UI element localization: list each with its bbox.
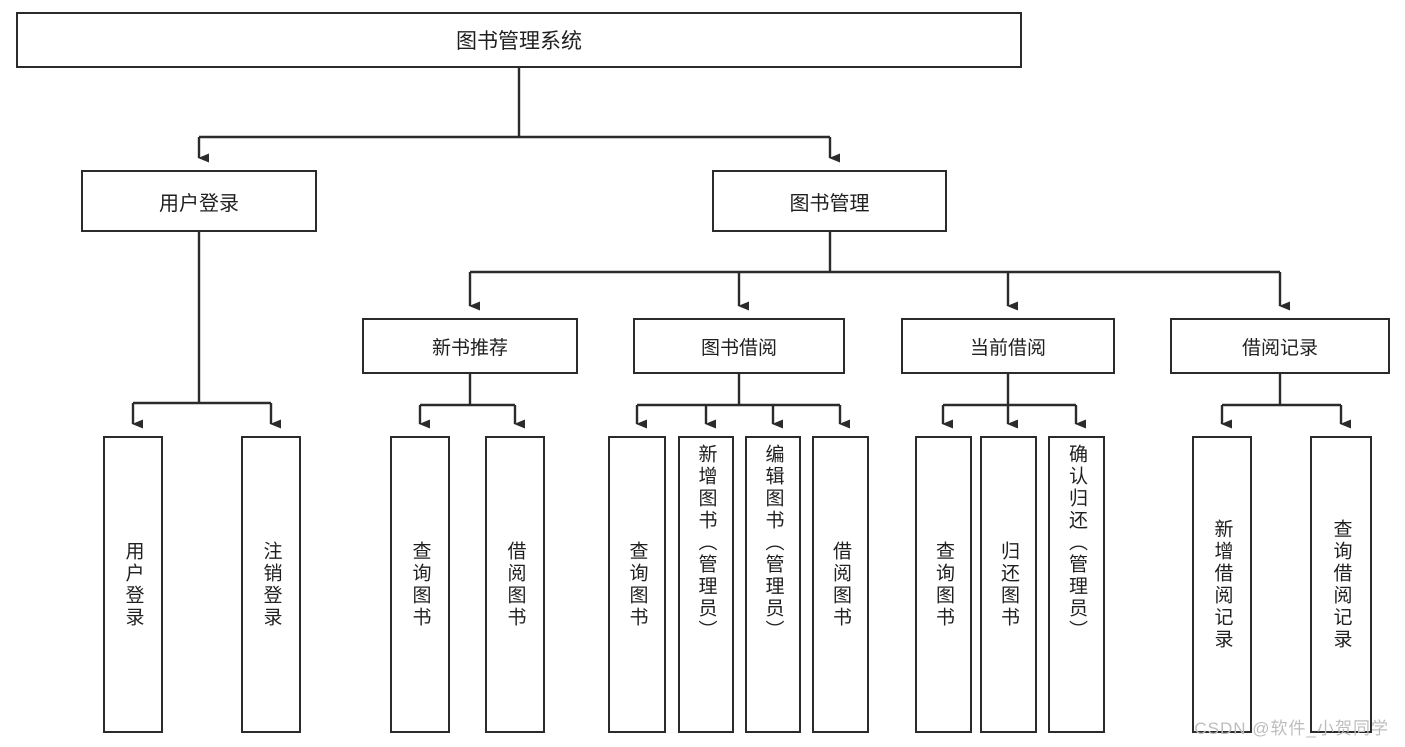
node-user-login-label: 用户登录 xyxy=(159,192,239,215)
edge-borrow-record-to-leaves xyxy=(1220,374,1351,429)
csdn-watermark: CSDN @软件_小贺同学 xyxy=(1194,719,1389,738)
node-leaf-query-book-1[interactable]: 查询图书 xyxy=(390,436,450,733)
node-current-borrow[interactable]: 当前借阅 xyxy=(901,318,1115,374)
node-user-login[interactable]: 用户登录 xyxy=(81,170,317,232)
node-leaf-logout-login[interactable]: 注销登录 xyxy=(241,436,301,733)
node-leaf-add-book[interactable]: 新增图书（管理员） xyxy=(678,436,734,733)
edge-new-book-recommend-to-leaves xyxy=(418,374,525,429)
node-leaf-return-book-label: 归还图书 xyxy=(998,540,1019,629)
node-leaf-add-borrow-record-label: 新增借阅记录 xyxy=(1211,518,1233,651)
node-leaf-edit-book[interactable]: 编辑图书（管理员） xyxy=(745,436,801,733)
node-leaf-logout-login-label: 注销登录 xyxy=(260,540,282,629)
node-leaf-borrow-book-1-label: 借阅图书 xyxy=(504,540,526,629)
node-leaf-query-book-3[interactable]: 查询图书 xyxy=(915,436,972,733)
node-leaf-query-borrow-record[interactable]: 查询借阅记录 xyxy=(1310,436,1372,733)
node-leaf-edit-book-label: 编辑图书（管理员） xyxy=(762,444,784,642)
node-book-borrow-label: 图书借阅 xyxy=(700,337,777,359)
node-leaf-query-book-2[interactable]: 查询图书 xyxy=(608,436,666,733)
node-leaf-borrow-book-2-label: 借阅图书 xyxy=(830,540,851,629)
node-leaf-user-login[interactable]: 用户登录 xyxy=(103,436,163,733)
node-leaf-query-book-1-label: 查询图书 xyxy=(409,540,431,629)
node-new-book-recommend[interactable]: 新书推荐 xyxy=(362,318,578,374)
node-root-label: 图书管理系统 xyxy=(456,30,582,53)
node-root[interactable]: 图书管理系统 xyxy=(16,12,1022,68)
node-leaf-return-book[interactable]: 归还图书 xyxy=(980,436,1037,733)
edge-root-to-level2 xyxy=(197,68,840,163)
node-borrow-record[interactable]: 借阅记录 xyxy=(1170,318,1390,374)
node-book-borrow[interactable]: 图书借阅 xyxy=(633,318,845,374)
node-new-book-recommend-label: 新书推荐 xyxy=(431,337,508,359)
node-leaf-add-book-label: 新增图书（管理员） xyxy=(695,444,717,642)
node-current-borrow-label: 当前借阅 xyxy=(969,337,1046,359)
node-leaf-add-borrow-record[interactable]: 新增借阅记录 xyxy=(1192,436,1252,733)
node-leaf-query-book-3-label: 查询图书 xyxy=(933,540,954,629)
edge-book-manage-to-level3 xyxy=(468,232,1290,311)
node-book-manage-label: 图书管理 xyxy=(789,192,870,215)
node-leaf-borrow-book-1[interactable]: 借阅图书 xyxy=(485,436,545,733)
edge-book-borrow-to-leaves xyxy=(635,374,850,429)
node-leaf-confirm-return-label: 确认归还（管理员） xyxy=(1066,444,1087,642)
node-leaf-borrow-book-2[interactable]: 借阅图书 xyxy=(812,436,869,733)
node-borrow-record-label: 借阅记录 xyxy=(1241,337,1318,359)
node-book-manage[interactable]: 图书管理 xyxy=(712,170,947,232)
node-leaf-confirm-return[interactable]: 确认归还（管理员） xyxy=(1048,436,1105,733)
edge-current-borrow-to-leaves xyxy=(941,374,1086,429)
node-leaf-query-book-2-label: 查询图书 xyxy=(626,540,648,629)
node-leaf-user-login-label: 用户登录 xyxy=(122,540,144,629)
node-leaf-query-borrow-record-label: 查询借阅记录 xyxy=(1330,518,1352,651)
edge-user-login-to-leaves xyxy=(131,232,281,429)
